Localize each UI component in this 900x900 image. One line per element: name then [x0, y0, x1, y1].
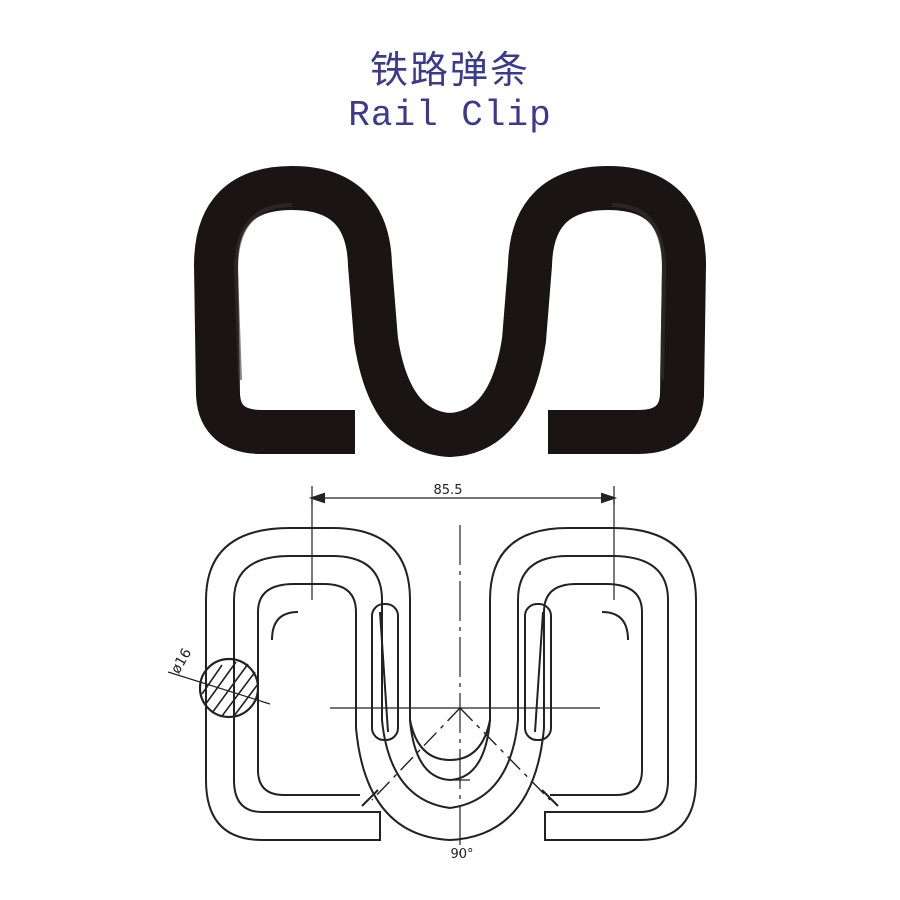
clip-outline-inner: [257, 583, 643, 842]
angle-line-right: [459, 707, 551, 801]
dimension-angle-label: 90°: [450, 847, 473, 862]
title-english: Rail Clip: [348, 95, 552, 136]
left-slot: [371, 603, 399, 741]
angle-line-left: [371, 707, 461, 801]
clip-outline-outer: [205, 527, 697, 841]
left-slot-inner: [379, 611, 389, 733]
dimension-width-label: 85.5: [434, 483, 463, 498]
rail-clip-highlight: [234, 203, 666, 381]
dimension-diameter-label: ø16: [168, 646, 195, 677]
angle-tick-left: [361, 789, 379, 807]
technical-drawing: [167, 486, 697, 860]
right-slot-inner: [534, 611, 544, 733]
dimension-arrow-right: [601, 492, 618, 504]
title-block: 铁路弹条 Rail Clip: [0, 46, 900, 138]
right-slot: [524, 603, 552, 741]
rail-clip-body: [194, 166, 706, 457]
rail-clip-photo: [194, 166, 706, 457]
inner-arc: [409, 719, 491, 762]
angle-tick-right: [541, 789, 559, 807]
diameter-leader: [167, 671, 271, 705]
cross-section-circle: [198, 657, 260, 719]
title-chinese: 铁路弹条: [369, 48, 530, 92]
dimension-arrow-left: [308, 492, 325, 504]
clip-outline-inner-2: [271, 611, 629, 641]
